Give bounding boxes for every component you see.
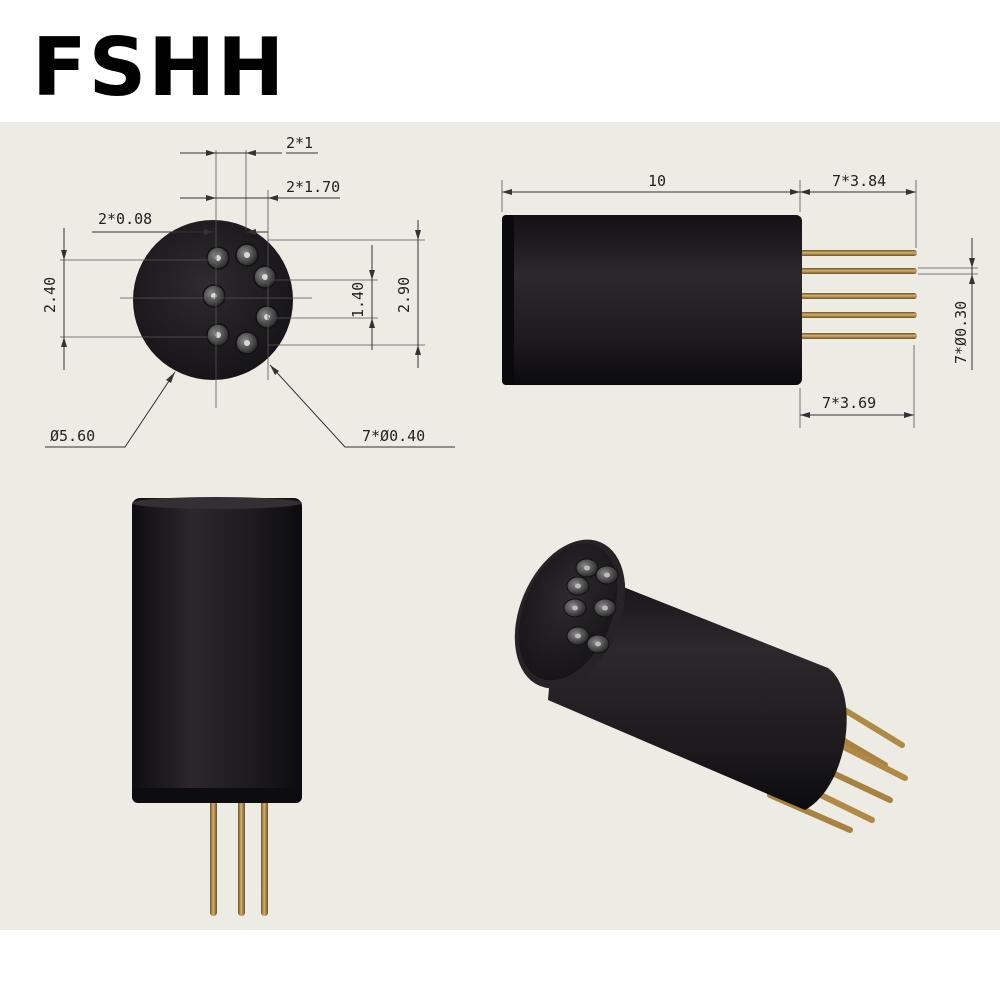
angled-socket bbox=[566, 626, 590, 646]
pin-socket bbox=[253, 265, 277, 289]
dim-body-length: 10 bbox=[648, 172, 666, 190]
dim-pin-pitch-mid: 2*1.70 bbox=[286, 178, 340, 196]
angled-socket bbox=[563, 598, 587, 618]
angled-socket bbox=[586, 634, 610, 654]
side-pin bbox=[800, 293, 917, 299]
angled-socket bbox=[593, 598, 617, 618]
angled-pin bbox=[767, 792, 853, 833]
angled-socket bbox=[595, 565, 619, 585]
angled-sockets bbox=[563, 558, 619, 654]
vertical-pin bbox=[210, 798, 217, 916]
angled-socket bbox=[566, 576, 590, 596]
dim-height-left: 2.40 bbox=[41, 277, 59, 313]
brand-logo: FSHH bbox=[32, 21, 287, 114]
side-pins bbox=[800, 250, 917, 339]
pin-socket bbox=[235, 331, 259, 355]
dim-height-right: 2.90 bbox=[395, 277, 413, 313]
dim-offset: 2*0.08 bbox=[98, 210, 152, 228]
pin-socket bbox=[202, 284, 226, 308]
dim-body-diameter: Ø5.60 bbox=[50, 427, 95, 445]
dim-pin-tip-diameter: 7*Ø0.30 bbox=[952, 301, 970, 364]
angled-socket bbox=[575, 558, 599, 578]
front-view: 2*1 2*1.70 2*0.08 2.40 1.40 2.90 Ø5.60 bbox=[41, 134, 455, 448]
pin-socket bbox=[206, 323, 230, 347]
side-pin bbox=[800, 312, 917, 318]
vertical-pin bbox=[238, 798, 245, 916]
side-pin bbox=[800, 268, 917, 274]
dim-spacing-inner: 1.40 bbox=[349, 282, 367, 318]
vertical-pin bbox=[261, 798, 268, 916]
pin-socket bbox=[235, 243, 259, 267]
dim-pin-diameter: 7*Ø0.40 bbox=[362, 427, 425, 445]
side-view: 10 7*3.84 7*3.69 7*Ø0.30 bbox=[501, 172, 978, 428]
dim-pin-length-bottom: 7*3.69 bbox=[822, 394, 876, 412]
vertical-pins bbox=[210, 798, 268, 916]
side-pin bbox=[800, 333, 917, 339]
pin-socket bbox=[206, 246, 230, 270]
angled-body bbox=[548, 562, 847, 810]
pin-sockets bbox=[202, 243, 279, 355]
vertical-body bbox=[132, 498, 302, 803]
dim-pin-length-top: 7*3.84 bbox=[832, 172, 886, 190]
vertical-view bbox=[132, 497, 302, 916]
side-body bbox=[502, 215, 802, 385]
dim-pin-pitch-top: 2*1 bbox=[286, 134, 313, 152]
angled-view bbox=[514, 539, 908, 833]
side-pin bbox=[800, 250, 917, 256]
pin-socket bbox=[255, 305, 279, 329]
